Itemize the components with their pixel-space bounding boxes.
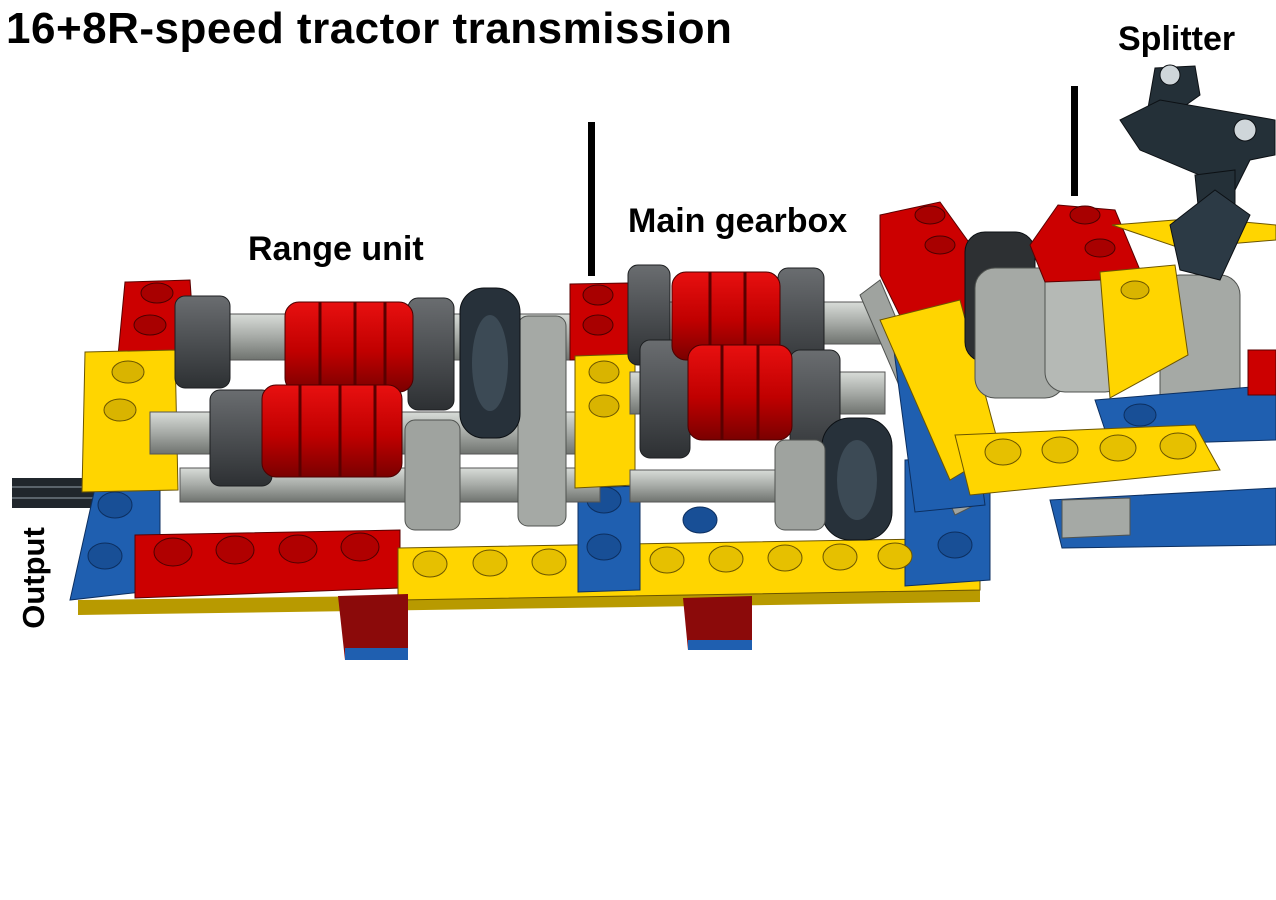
diagram-title: 16+8R-speed tractor transmission (6, 4, 733, 53)
output-label: Output (16, 527, 51, 629)
studs-yellow (412, 542, 913, 578)
splitter-shift-lever[interactable] (1119, 64, 1276, 281)
main-gearbox-label: Main gearbox (628, 202, 848, 240)
main-gearbox (569, 264, 893, 541)
divider-line-range-main (588, 122, 595, 276)
range-unit-label: Range unit (248, 230, 424, 268)
divider-line-main-splitter (1071, 86, 1078, 196)
studs-red (153, 532, 380, 567)
splitter-label: Splitter (1118, 20, 1236, 58)
range-unit (81, 279, 621, 531)
splitter (859, 64, 1276, 549)
